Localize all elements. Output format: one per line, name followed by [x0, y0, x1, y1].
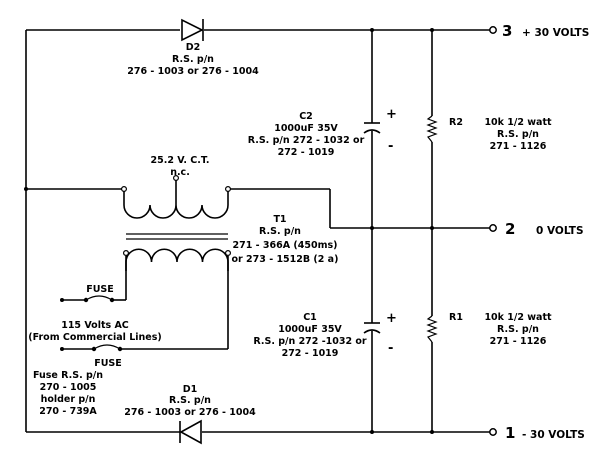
terminal-3-voltage: + 30 VOLTS: [522, 27, 589, 39]
terminal-3-number: 3: [502, 22, 512, 40]
r2-rs: R.S. p/n: [497, 129, 539, 140]
fuse-part-number: 270 - 1005: [40, 382, 97, 393]
d2-rs: R.S. p/n: [172, 54, 214, 65]
t1-name: T1: [273, 214, 286, 225]
diode-d1: [179, 419, 202, 445]
c1-part-number-2: 272 - 1019: [282, 348, 339, 359]
fuse-bottom-label: FUSE: [94, 358, 122, 369]
resistor-r2: [426, 115, 438, 143]
transformer-t1: [120, 175, 232, 271]
t1-nc: n.c.: [170, 167, 190, 178]
c2-name: C2: [299, 111, 313, 122]
fuse-top-label: FUSE: [86, 284, 114, 295]
c2-minus: -: [388, 139, 393, 154]
junction-dots: [24, 28, 434, 434]
primary-winding: [125, 248, 229, 271]
r1-part-number: 271 - 1126: [490, 336, 547, 347]
terminal-1-voltage: - 30 VOLTS: [522, 429, 585, 441]
d2-name: D2: [186, 42, 201, 53]
t1-center-tap-rating: 25.2 V. C.T.: [150, 155, 209, 166]
t1-rs: R.S. p/n: [259, 226, 301, 237]
c1-plus: +: [386, 311, 397, 326]
c1-name: C1: [303, 312, 317, 323]
terminal-1-number: 1: [505, 424, 515, 442]
r2-name: R2: [449, 117, 463, 128]
t1-part-number-2: or 273 - 1512B (2 a): [232, 254, 339, 265]
d1-part-number: 276 - 1003 or 276 - 1004: [124, 407, 256, 418]
r1-value: 10k 1/2 watt: [484, 312, 552, 323]
transformer-lead-dots: [120, 175, 232, 257]
d1-name: D1: [183, 384, 198, 395]
output-terminals: [489, 26, 497, 436]
c2-value: 1000uF 35V: [274, 123, 338, 134]
d2-part-number: 276 - 1003 or 276 - 1004: [127, 66, 259, 77]
c2-part-number-2: 272 - 1019: [278, 147, 335, 158]
c1-minus: -: [388, 341, 393, 356]
ac-input-source: (From Commercial Lines): [28, 332, 161, 343]
fuse-holder-part-number: 270 - 739A: [39, 406, 97, 417]
c1-part-number-1: R.S. p/n 272 -1032 or: [253, 336, 367, 347]
d1-rs: R.S. p/n: [169, 395, 211, 406]
r2-part-number: 271 - 1126: [490, 141, 547, 152]
terminal-2-number: 2: [505, 220, 515, 238]
capacitor-c1: [363, 322, 381, 334]
c2-plus: +: [386, 107, 397, 122]
ac-input-label: 115 Volts AC: [61, 320, 129, 331]
r2-value: 10k 1/2 watt: [484, 117, 552, 128]
resistor-r1: [426, 315, 438, 343]
fuse-part-number-label: Fuse R.S. p/n: [33, 370, 103, 381]
r1-name: R1: [449, 312, 463, 323]
fuse-bottom: [91, 344, 123, 352]
fuse-holder-label: holder p/n: [41, 394, 96, 405]
c2-part-number-1: R.S. p/n 272 - 1032 or: [248, 135, 365, 146]
t1-part-number-1: 271 - 366A (450ms): [233, 240, 338, 251]
terminal-2-voltage: 0 VOLTS: [536, 225, 584, 237]
fuse-top: [83, 295, 115, 303]
r1-rs: R.S. p/n: [497, 324, 539, 335]
c1-value: 1000uF 35V: [278, 324, 342, 335]
capacitor-c2: [363, 122, 381, 134]
ac-input-terminals: [60, 298, 64, 351]
diode-d2: [181, 18, 204, 42]
